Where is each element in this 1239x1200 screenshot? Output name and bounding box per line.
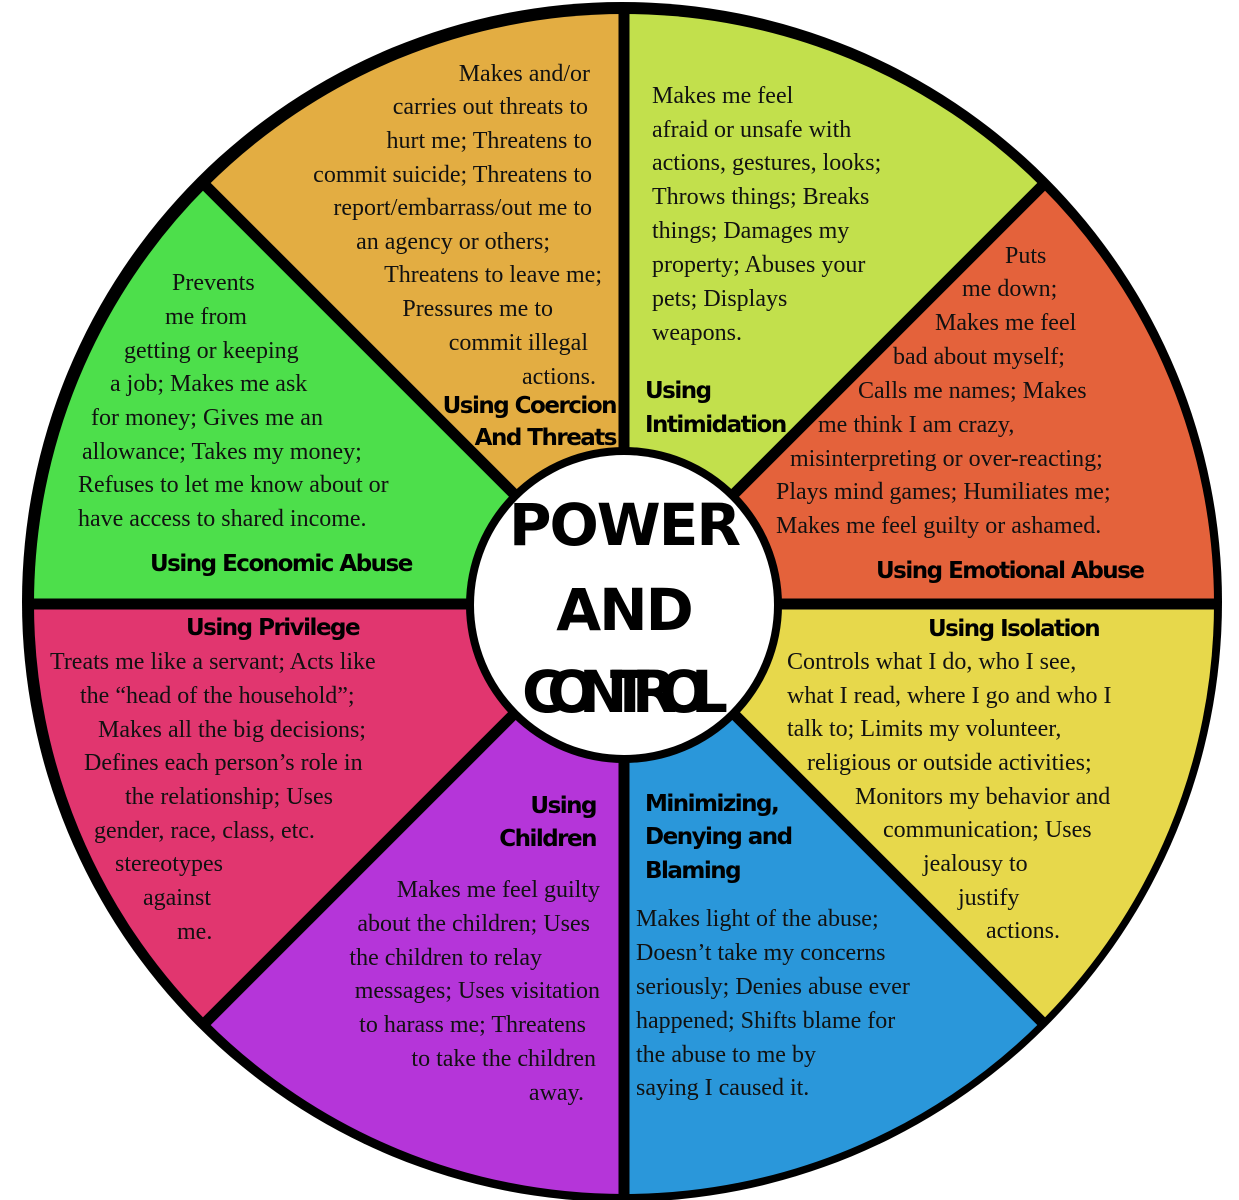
segment-description-line: me down; [962,276,1057,302]
segment-description-line: religious or outside activities; [807,750,1092,776]
segment-description-line: Pressures me to [402,296,553,322]
segment-description-line: messages; Uses visitation [355,978,600,1004]
segment-description-line: report/embarrass/out me to [333,195,592,221]
segment-description-line: actions. [986,918,1060,944]
segment-description-line: happened; Shifts blame for [636,1008,895,1034]
segment-privilege [33,604,624,1022]
segment-description-line: Defines each person’s role in [84,750,363,776]
center-title-line: CONTROL [522,658,727,726]
segment-minimizing [624,604,1042,1194]
segment-description-line: away. [529,1080,584,1106]
segment-description-line: to harass me; Threatens [359,1012,586,1038]
segment-heading: Intimidation [645,412,786,438]
segment-description-line: getting or keeping [124,338,299,364]
segment-description-line: Monitors my behavior and [855,784,1110,810]
segment-heading: Using Emotional Abuse [876,558,1144,584]
segment-description-line: Threatens to leave me; [384,262,602,288]
segment-description-line: pets; Displays [652,286,787,312]
segment-description-line: Makes me feel guilty [397,877,600,903]
segment-description-line: me from [165,304,247,330]
segment-text-economic-abuse: Using Economic Abuse Prevents me from getti… [78,270,414,577]
segment-description-line: the relationship; Uses [125,784,333,810]
segment-description-line: Prevents [172,270,255,296]
segment-emotional-abuse [624,186,1214,604]
segment-description-line: allowance; Takes my money; [82,439,362,465]
segment-description-line: Calls me names; Makes [858,378,1087,404]
segment-description-line: Treats me like a servant; Acts like [50,649,376,675]
segment-description-line: Makes me feel guilty or ashamed. [776,513,1101,539]
segment-text-emotional-abuse: Using Emotional Abuse Puts me down; Makes m… [776,243,1146,584]
segment-description-line: Makes light of the abuse; [636,906,879,932]
segment-description-line: Makes and/or [459,61,590,87]
segment-children [206,604,624,1194]
segment-description-line: saying I caused it. [636,1075,809,1101]
segment-description-line: seriously; Denies abuse ever [636,974,910,1000]
segment-description-line: actions. [522,364,596,390]
segment-description-line: things; Damages my [652,218,849,244]
segment-description-line: about the children; Uses [357,911,590,937]
segment-economic-abuse [34,186,624,604]
segment-description-line: property; Abuses your [652,252,865,278]
segment-heading: Using Coercion [443,393,617,419]
segment-description-line: the abuse to me by [636,1042,816,1068]
segment-heading: Blaming [645,858,740,884]
segment-heading: Denying and [645,824,792,850]
segment-description-line: the “head of the household”; [80,683,355,709]
segment-heading: Using Economic Abuse [150,551,413,577]
segment-description-line: for money; Gives me an [91,405,323,431]
segment-heading: And Threats [475,425,617,451]
segment-description-line: justify [957,885,1019,911]
segment-description-line: me think I am crazy, [818,412,1014,438]
segment-heading: Using Privilege [186,615,360,641]
center-title-line: POWER [509,491,740,559]
segment-description-line: have access to shared income. [78,506,367,532]
segment-heading: Using Isolation [928,616,1099,642]
segment-heading: Minimizing, [645,791,778,817]
segment-description-line: commit suicide; Threatens to [313,162,592,188]
segment-description-line: Throws things; Breaks [652,184,869,210]
segment-description-line: bad about myself; [893,344,1065,370]
segment-description-line: Doesn’t take my concerns [636,940,885,966]
segment-description-line: the children to relay [349,945,542,971]
segment-intimidation [624,14,1042,604]
segment-description-line: weapons. [652,320,742,346]
segment-description-line: Plays mind games; Humiliates me; [776,479,1111,505]
segment-description-line: a job; Makes me ask [110,371,307,397]
segment-description-line: an agency or others; [356,229,550,255]
segment-coercion-threats [206,14,624,604]
center-title-line: AND [556,576,692,644]
segment-description-line: communication; Uses [883,817,1092,843]
segment-description-line: actions, gestures, looks; [652,150,881,176]
segment-description-line: commit illegal [449,330,589,356]
segment-description-line: hurt me; Threatens to [387,128,593,154]
segment-description-line: misinterpreting or over-reacting; [790,446,1103,472]
segment-description-line: Makes me feel [935,310,1077,336]
segment-heading: Using [530,793,596,819]
segment-heading: Using [645,378,711,404]
segment-description-line: Puts [1005,243,1046,269]
segment-description-line: afraid or unsafe with [652,117,851,143]
segment-description-line: talk to; Limits my volunteer, [787,716,1061,742]
segment-description-line: against [143,885,211,911]
segment-description-line: me. [177,919,212,945]
segment-description-line: what I read, where I go and who I [787,683,1112,709]
center-circle [474,455,774,755]
segment-description-line: gender, race, class, etc. [94,818,315,844]
segment-description-line: Makes me feel [652,83,794,109]
segment-description-line: jealousy to [922,851,1028,877]
segment-heading: Children [499,826,596,852]
segment-description-line: stereotypes [115,851,223,877]
segment-description-line: Refuses to let me know about or [78,472,389,498]
segment-description-line: to take the children [411,1046,596,1072]
segment-description-line: carries out threats to [393,94,588,120]
segment-description-line: Controls what I do, who I see, [787,649,1076,675]
segment-description-line: Makes all the big decisions; [98,717,366,743]
segment-isolation [624,604,1214,1022]
